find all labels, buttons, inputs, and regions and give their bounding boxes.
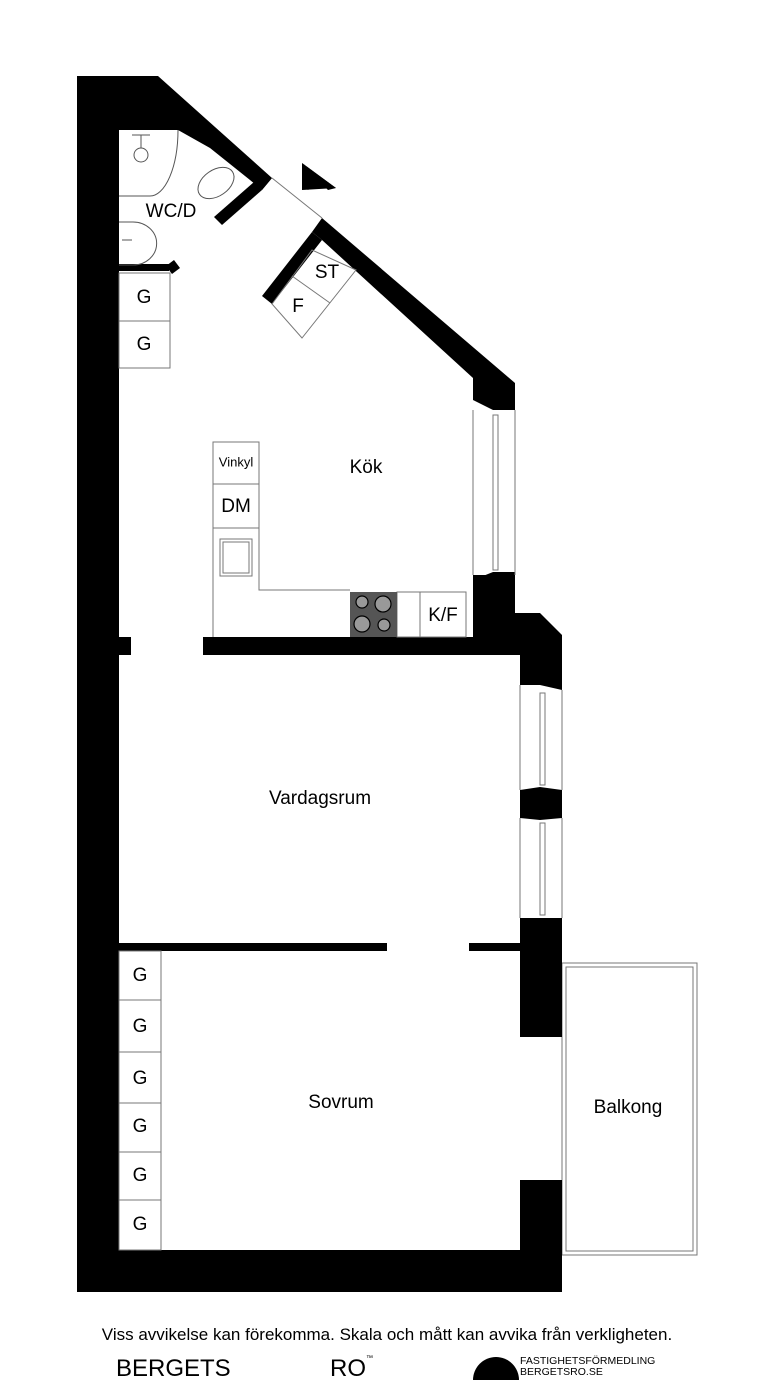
closet-fixtures (271, 249, 357, 339)
wardrobe-label: G (133, 1116, 148, 1137)
fixture-label-storage: ST (315, 262, 340, 283)
windows (271, 177, 563, 918)
fixture-label-freezer: F (292, 296, 304, 317)
balcony (561, 962, 698, 1256)
logo-right-text: RO (330, 1355, 366, 1382)
room-label-kitchen: Kök (350, 457, 383, 478)
wardrobe-label: G (133, 1165, 148, 1186)
room-label-wc: WC/D (146, 201, 197, 222)
wardrobe-label: G (137, 287, 152, 308)
logo-mountain-icon (473, 1357, 519, 1380)
fixture-label-fridge-freezer: K/F (428, 605, 458, 626)
wardrobes-bedroom (118, 950, 162, 1251)
stove-icon (350, 592, 397, 637)
wardrobe-label: G (133, 1214, 148, 1235)
floor-plan: WC/D ST F G G Kök Vinkyl DM K/F Vardagsr… (77, 76, 698, 1292)
logo-right: RO™ (330, 1355, 373, 1383)
bathroom-fixtures (119, 129, 235, 266)
wardrobe-label: G (133, 1068, 148, 1089)
logo-left: BERGETS (116, 1355, 231, 1382)
fixture-label-dishwasher: DM (221, 496, 251, 517)
disclaimer: Viss avvikelse kan förekomma. Skala och … (101, 1325, 673, 1344)
wardrobe-label: G (133, 1016, 148, 1037)
room-label-living: Vardagsrum (269, 788, 371, 809)
room-label-balcony: Balkong (594, 1097, 663, 1118)
wardrobes-top (118, 272, 171, 369)
logo-tm: ™ (366, 1355, 373, 1362)
wardrobe-label: G (137, 334, 152, 355)
fixture-label-wine-cooler: Vinkyl (219, 454, 254, 469)
room-label-bedroom: Sovrum (308, 1092, 373, 1113)
walls (77, 76, 562, 1292)
firm-line1: FASTIGHETSFÖRMEDLING (520, 1355, 656, 1367)
wardrobe-label: G (133, 965, 148, 986)
firm-line2: BERGETSRO.SE (520, 1366, 603, 1378)
